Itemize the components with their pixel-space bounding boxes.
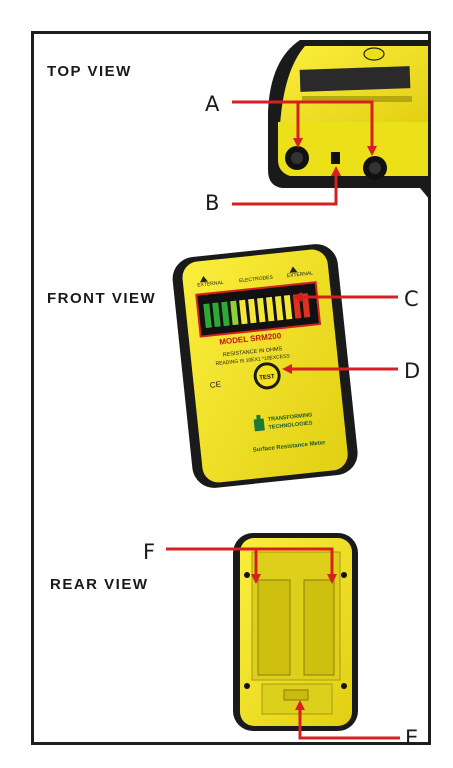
top-view-device	[268, 40, 430, 200]
test-button-label: TEST	[259, 374, 275, 382]
brand-logo-icon	[253, 414, 265, 432]
arrow-f	[166, 547, 334, 578]
front-view-device: EXTERNAL ELECTRODES EXTERNAL MODEL SRM20…	[172, 244, 358, 488]
jack-left-label: EXTERNAL	[197, 280, 224, 289]
jack-mid-label: ELECTRODES	[239, 275, 274, 285]
callout-f: F	[143, 540, 156, 564]
top-view-label: TOP VIEW	[47, 63, 132, 80]
led-bar-row	[203, 293, 311, 328]
brand-line1: TRANSFORMING	[267, 412, 312, 423]
callout-c: C	[404, 287, 419, 311]
rear-view-device	[233, 533, 358, 731]
brand-line2: TECHNOLOGIES	[268, 420, 313, 431]
arrow-e	[298, 706, 400, 740]
rear-view-label: REAR VIEW	[50, 576, 149, 593]
arrow-b	[232, 172, 338, 206]
front-view-label: FRONT VIEW	[47, 290, 157, 307]
test-button[interactable]	[253, 362, 281, 390]
callout-b: B	[205, 191, 220, 215]
callout-a: A	[205, 92, 220, 116]
callout-e: E	[405, 726, 419, 750]
callout-arrows	[166, 100, 400, 740]
arrow-a	[232, 100, 374, 150]
ce-mark: CE	[209, 380, 221, 390]
callout-d: D	[404, 359, 421, 383]
jack-right-label: EXTERNAL	[287, 270, 314, 279]
arrow-heads	[251, 138, 377, 710]
